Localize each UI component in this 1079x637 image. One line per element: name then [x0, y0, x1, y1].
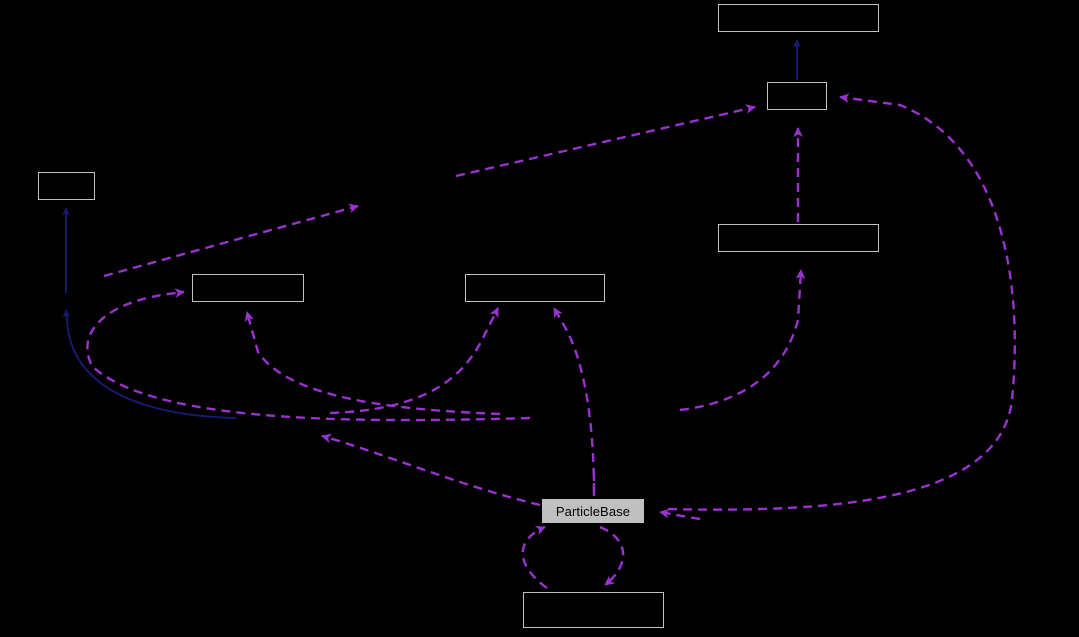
- node-box-bottom[interactable]: [523, 592, 664, 628]
- edge-usage-midleft-from-leftcurve: [86, 288, 531, 422]
- node-box-particlebase[interactable]: ParticleBase: [542, 499, 644, 523]
- node-box-upper-right[interactable]: [767, 82, 827, 110]
- edge-usage-midright-from-lower: [679, 269, 806, 412]
- edge-inheritance-left-curve: [62, 309, 237, 419]
- node-label-particlebase: ParticleBase: [555, 503, 631, 519]
- edge-usage-upper-diagonal: [455, 104, 756, 178]
- node-box-top[interactable]: [718, 4, 879, 32]
- edge-usage-midcenter-right: [552, 307, 596, 493]
- edge-usage-loop-up: [521, 525, 548, 589]
- edge-usage-particlebase-to-left: [321, 433, 541, 507]
- node-box-mid-left[interactable]: [192, 274, 304, 302]
- node-box-left[interactable]: [38, 172, 95, 200]
- edge-usage-midleft-from-center: [244, 311, 501, 416]
- edge-usage-right-wrap: [667, 93, 1016, 511]
- edge-usage-particlebase-right-in: [659, 508, 701, 521]
- node-box-mid-center[interactable]: [465, 274, 605, 302]
- edge-usage-midcenter-left: [329, 307, 500, 415]
- edge-usage-left-diagonal: [103, 203, 359, 278]
- node-box-mid-right[interactable]: [718, 224, 879, 252]
- edge-usage-loop-down: [599, 525, 625, 586]
